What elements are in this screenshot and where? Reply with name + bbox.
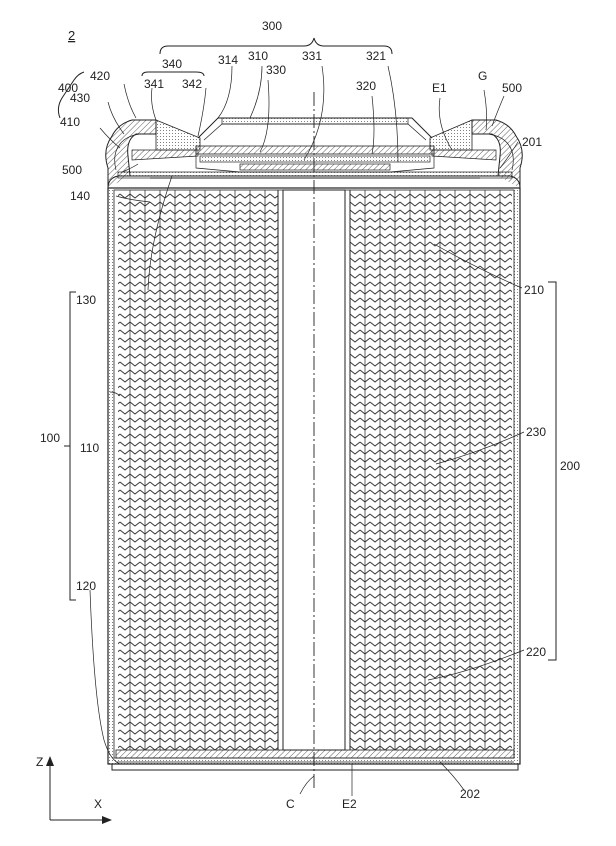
label-341: 341 [144, 77, 164, 91]
label-500-right: 500 [502, 81, 522, 95]
label-202: 202 [460, 787, 480, 801]
label-C: C [286, 797, 295, 811]
axis-x-label: X [94, 797, 102, 811]
brace-300 [160, 38, 392, 54]
label-120: 120 [76, 579, 96, 593]
label-342: 342 [182, 77, 202, 91]
electrode-assembly-left [118, 190, 278, 750]
label-E1: E1 [432, 81, 447, 95]
label-110: 110 [80, 441, 99, 455]
label-500-left: 500 [62, 163, 82, 177]
label-300: 300 [262, 19, 282, 33]
label-G: G [478, 69, 487, 83]
label-100: 100 [40, 431, 60, 445]
axis-z-label: Z [36, 755, 43, 769]
figure-number: 2 [68, 28, 75, 43]
label-330: 330 [266, 63, 286, 77]
label-420: 420 [90, 69, 110, 83]
label-200: 200 [560, 459, 580, 473]
brace-200 [548, 282, 556, 660]
label-314: 314 [218, 53, 238, 67]
brace-340 [142, 72, 204, 76]
central-core [283, 92, 345, 790]
label-140: 140 [70, 189, 90, 203]
brace-100 [64, 292, 76, 600]
label-201: 201 [522, 135, 542, 149]
label-331: 331 [302, 49, 322, 63]
electrode-assembly-right [350, 190, 512, 750]
label-220: 220 [526, 645, 546, 659]
label-340: 340 [162, 57, 182, 71]
axis-indicator: Z X [36, 755, 112, 824]
label-230: 230 [526, 425, 546, 439]
label-130: 130 [76, 293, 96, 307]
label-E2: E2 [342, 797, 357, 811]
label-321: 321 [366, 49, 386, 63]
label-210: 210 [524, 283, 544, 297]
label-310: 310 [248, 49, 268, 63]
label-410: 410 [60, 115, 80, 129]
label-430: 430 [70, 91, 90, 105]
label-320: 320 [356, 79, 376, 93]
